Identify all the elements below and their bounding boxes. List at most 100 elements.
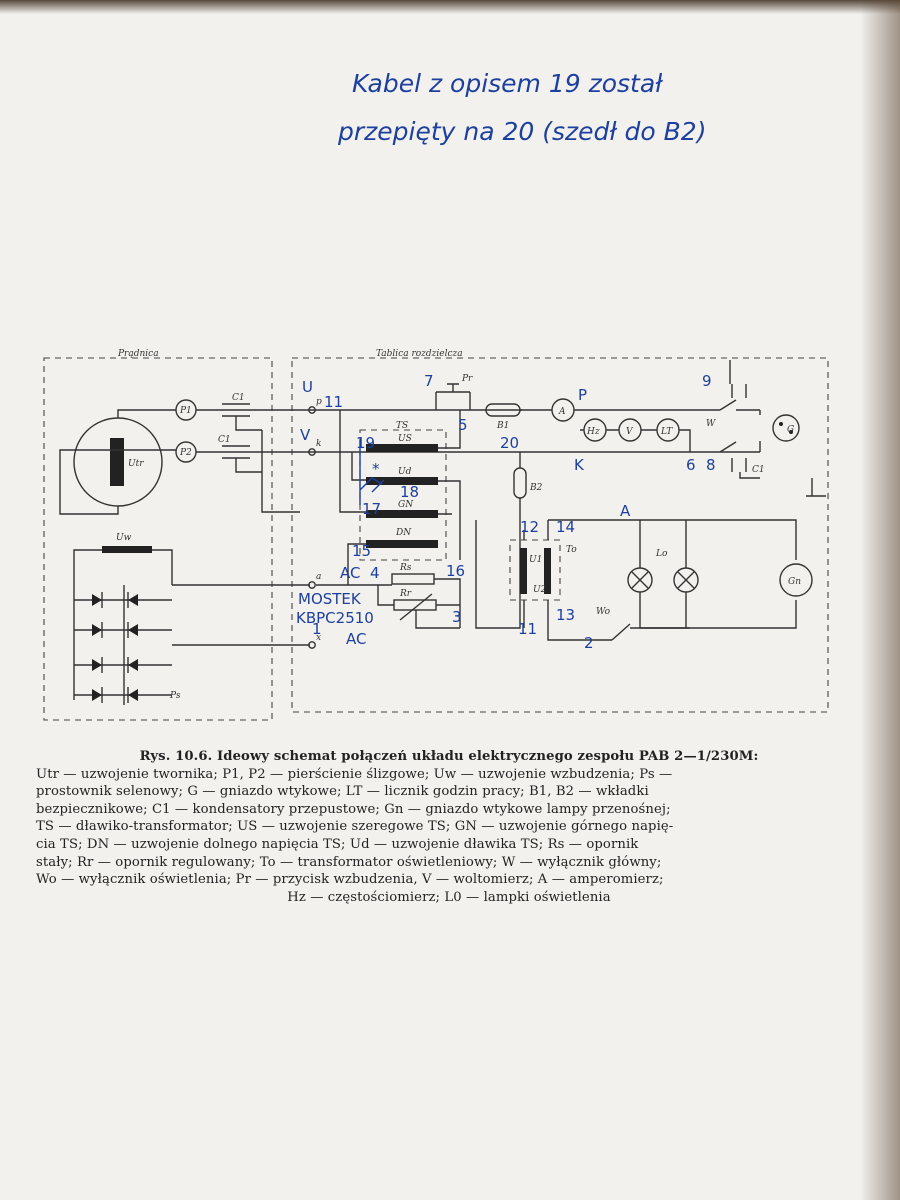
lighting-transformer-to: U1 U2 To bbox=[509, 539, 577, 601]
hw-label-ac-2: AC bbox=[346, 630, 366, 648]
hw-label-ac-1: AC bbox=[340, 564, 360, 582]
label-v: V bbox=[626, 427, 634, 437]
label-a-meter: A bbox=[558, 407, 566, 417]
hw-label-14: 14 bbox=[556, 518, 575, 536]
figure-caption: Rys. 10.6. Ideowy schemat połączeń układ… bbox=[36, 748, 862, 906]
label-c1-bottom: C1 bbox=[218, 435, 231, 445]
label-gn-lamp: Gn bbox=[788, 577, 801, 587]
caption-line-6: stały; Rr — opornik regulowany; To — tra… bbox=[36, 854, 662, 870]
hw-label-3: 3 bbox=[452, 608, 462, 626]
hw-label-18: 18 bbox=[400, 483, 419, 501]
hw-label-19: 19 bbox=[356, 434, 375, 452]
label-b2: B2 bbox=[529, 483, 543, 493]
label-uw: Uw bbox=[116, 533, 132, 543]
caption-lead: Rys. 10.6. Ideowy schemat połączeń układ… bbox=[139, 749, 759, 764]
hw-label-16: 16 bbox=[446, 562, 465, 580]
label-u1: U1 bbox=[529, 555, 542, 565]
armature-winding: Utr bbox=[73, 417, 163, 507]
generator-section-title: Prądnica bbox=[117, 349, 159, 359]
excitation-button-pr: Pr bbox=[436, 374, 473, 393]
label-p2: P2 bbox=[179, 448, 192, 458]
fuse-b1: B1 bbox=[485, 403, 521, 431]
handwritten-note-line2: przepięty na 20 (szedł do B2) bbox=[337, 117, 706, 146]
resistor-wiring bbox=[316, 578, 461, 629]
caption-line-8: Hz — częstościomierz; L0 — lampki oświet… bbox=[287, 889, 611, 905]
hw-label-11b: 11 bbox=[518, 620, 537, 638]
label-gn: GN bbox=[398, 500, 414, 510]
to-wiring bbox=[523, 520, 612, 641]
label-term-a: a bbox=[316, 572, 321, 582]
hw-label-8: 8 bbox=[706, 456, 716, 474]
label-b1: B1 bbox=[496, 421, 509, 431]
caption-line-2: prostownik selenowy; G — gniazdo wtykowe… bbox=[36, 784, 649, 800]
label-pr: Pr bbox=[461, 374, 473, 384]
slip-ring-p1: P1 bbox=[175, 399, 197, 421]
label-p1: P1 bbox=[179, 406, 192, 416]
capacitor-c1-right: C1 bbox=[729, 360, 765, 479]
socket-g: G bbox=[772, 414, 800, 442]
ammeter-a: A bbox=[551, 398, 575, 422]
hw-label-13: 13 bbox=[556, 606, 575, 624]
hour-counter-lt: LT bbox=[656, 418, 680, 442]
label-w: W bbox=[706, 419, 716, 429]
hw-label-2: 2 bbox=[584, 634, 594, 652]
caption-line-5: cia TS; DN — uzwojenie dolnego napięcia … bbox=[36, 836, 639, 852]
frequency-meter-hz: Hz bbox=[583, 418, 607, 442]
lighting-switch-wo: Wo bbox=[596, 607, 690, 641]
portable-lamp-socket-gn: Gn bbox=[779, 563, 813, 597]
voltmeter-v: V bbox=[618, 418, 642, 442]
fuse-b2: B2 bbox=[513, 467, 543, 499]
label-rr: Rr bbox=[399, 589, 412, 599]
label-lo: Lo bbox=[655, 549, 668, 559]
label-u2: U2 bbox=[533, 585, 547, 595]
label-ps: Ps bbox=[169, 691, 181, 701]
pr-wiring bbox=[435, 392, 471, 410]
selenium-rectifier-ps: Ps bbox=[74, 585, 181, 705]
label-ud: Ud bbox=[398, 467, 412, 477]
hw-label-17: 17 bbox=[362, 500, 381, 518]
resistor-rr: Rr bbox=[393, 589, 437, 621]
label-utr: Utr bbox=[128, 459, 144, 469]
hw-label-mostek: MOSTEK bbox=[298, 590, 362, 608]
capacitor-c1-bottom: C1 bbox=[218, 435, 262, 473]
lamp-lo-1 bbox=[627, 567, 653, 593]
hw-label-6: 6 bbox=[686, 456, 696, 474]
armature-wires bbox=[59, 409, 176, 515]
ground-wire bbox=[261, 430, 300, 513]
field-winding-uw: Uw bbox=[73, 533, 173, 700]
hw-label-k: K bbox=[574, 456, 585, 474]
caption-line-4: TS — dławiko-transformator; US — uzwojen… bbox=[36, 819, 674, 835]
label-lt: LT bbox=[660, 427, 673, 437]
hw-label-7: 7 bbox=[424, 372, 434, 390]
resistor-rs: Rs bbox=[391, 563, 435, 585]
label-c1-right: C1 bbox=[752, 465, 765, 475]
right-edge-shadow bbox=[860, 0, 900, 1200]
panel-terminals: p k a x bbox=[308, 397, 322, 649]
hw-label-20: 20 bbox=[500, 434, 519, 452]
label-ts: TS bbox=[396, 421, 408, 431]
hw-label-a: A bbox=[620, 502, 631, 520]
panel-section-title: Tablica rozdzielcza bbox=[376, 349, 463, 359]
hw-label-u: U bbox=[302, 378, 313, 396]
label-c1-top: C1 bbox=[232, 393, 245, 403]
hw-label-4: 4 bbox=[370, 564, 380, 582]
label-rs: Rs bbox=[399, 563, 412, 573]
label-wo: Wo bbox=[596, 607, 611, 617]
label-term-x: x bbox=[316, 633, 321, 643]
hw-label-11: 11 bbox=[324, 393, 343, 411]
hw-label-12: 12 bbox=[520, 518, 539, 536]
label-g: G bbox=[787, 425, 794, 435]
meter-wiring bbox=[520, 429, 760, 453]
label-us: US bbox=[398, 434, 412, 444]
handwritten-annotations: U V 11 7 5 P 9 19 20 K 6 8 * 18 17 12 14… bbox=[296, 372, 716, 652]
lamp-lo-2 bbox=[673, 567, 699, 593]
ts-wiring bbox=[339, 410, 461, 585]
rectifier-to-panel-wires bbox=[172, 584, 310, 646]
handwritten-note-line1: Kabel z opisem 19 został bbox=[352, 69, 663, 98]
socket-wiring bbox=[759, 410, 826, 497]
label-hz: Hz bbox=[586, 427, 600, 437]
caption-line-7: Wo — wyłącznik oświetlenia; Pr — przycis… bbox=[36, 872, 664, 888]
capacitor-c1-top: C1 bbox=[222, 393, 262, 431]
label-to: To bbox=[566, 545, 577, 555]
caption-line-1: Utr — uzwojenie twornika; P1, P2 — pierś… bbox=[36, 766, 673, 782]
